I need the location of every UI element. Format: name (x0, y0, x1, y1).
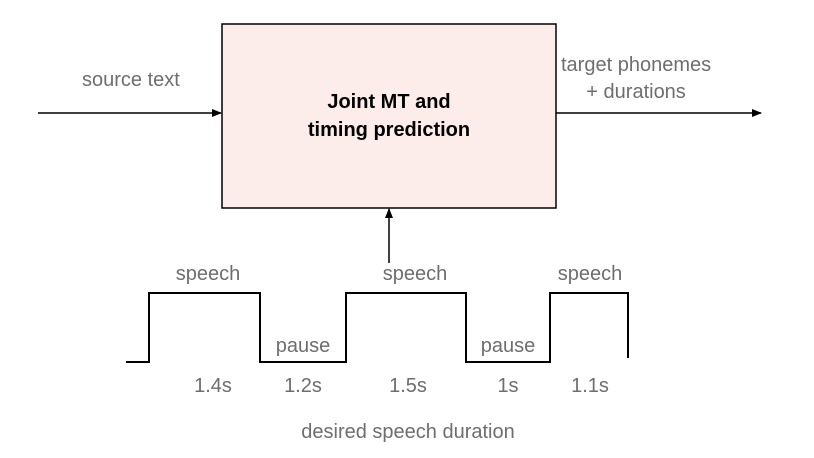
duration-2: 1.2s (284, 375, 322, 397)
box-title-line1: Joint MT and (327, 91, 451, 113)
duration-5: 1.1s (571, 375, 609, 397)
caption: desired speech duration (301, 421, 515, 443)
output-label: target phonemes + durations (561, 52, 711, 106)
duration-waveform (126, 292, 629, 363)
segment-label-5: speech (557, 263, 623, 285)
box-title: Joint MT and timing prediction (222, 24, 556, 208)
duration-3: 1.5s (389, 375, 427, 397)
segment-label-4: pause (480, 335, 536, 357)
joint-model-box (221, 23, 557, 209)
duration-4: 1s (497, 375, 519, 397)
box-title-line2: timing prediction (307, 119, 471, 141)
output-label-line1: target phonemes (561, 54, 712, 76)
segment-label-3: speech (382, 263, 448, 285)
duration-1: 1.4s (194, 375, 232, 397)
input-label: source text (82, 69, 180, 91)
segment-label-2: pause (275, 335, 331, 357)
segment-label-1: speech (175, 263, 241, 285)
output-label-line2: + durations (586, 81, 686, 103)
